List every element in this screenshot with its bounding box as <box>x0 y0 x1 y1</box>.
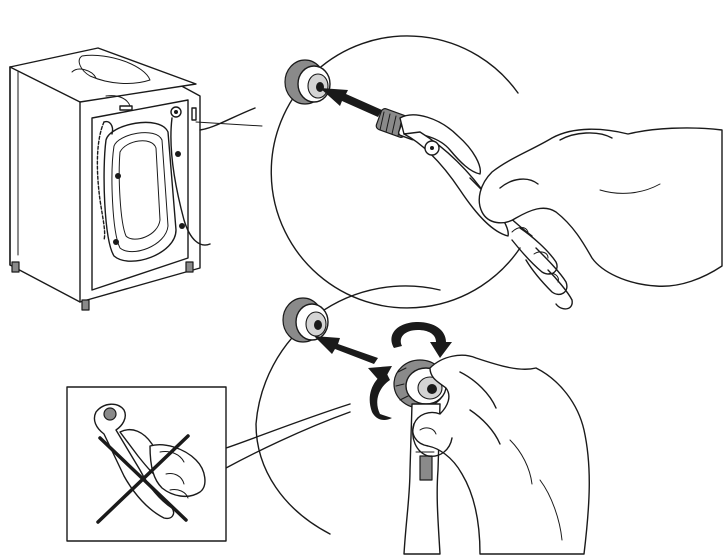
washing-machine-rear-icon <box>9 47 263 311</box>
detail-top-circle <box>199 35 521 309</box>
rotate-clockwise-arrow-icon <box>368 322 452 420</box>
prohibited-cross-icon <box>96 434 190 524</box>
insert-direction-arrow-icon <box>320 88 382 117</box>
insert-direction-arrow-bottom-icon <box>314 336 378 364</box>
inlet-valve-bottom-icon <box>282 297 329 343</box>
detail-bottom-circle <box>225 285 441 535</box>
inlet-valve-icon <box>284 59 331 105</box>
hand-holding-pliers-icon <box>478 127 723 310</box>
hand-turning-nut-icon <box>412 354 590 555</box>
